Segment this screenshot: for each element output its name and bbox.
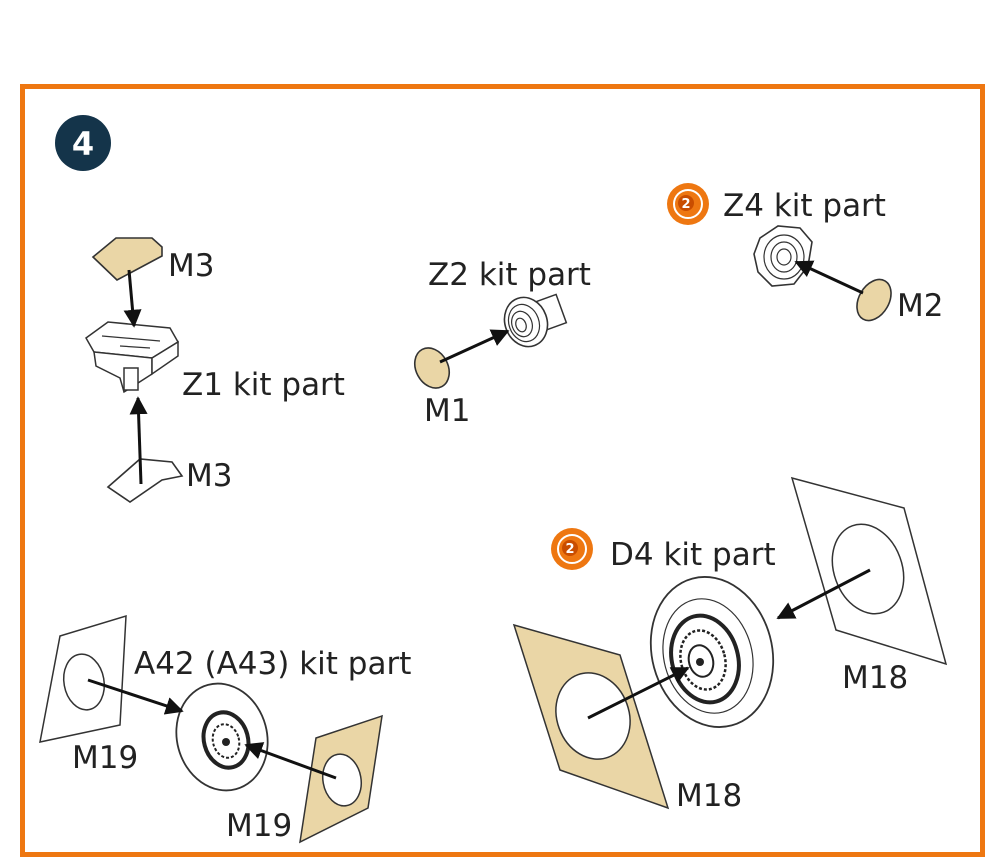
label-m19-bottom: M19: [226, 808, 292, 844]
z1-kit-part: [85, 321, 180, 394]
m19-left-arrow: [87, 678, 184, 715]
svg-text:2: 2: [565, 542, 574, 557]
label-z1-kit-part: Z1 kit part: [182, 367, 345, 403]
m19-left-mask-part: [39, 614, 127, 743]
label-z2-kit-part: Z2 kit part: [428, 257, 591, 293]
svg-text:2: 2: [681, 197, 690, 212]
d4-assembly: 2 D4 kit part M18 M18: [512, 476, 948, 814]
d4-wheel-kit-part: [649, 576, 775, 728]
label-m18-left: M18: [676, 778, 742, 814]
step-number: 4: [72, 125, 94, 163]
m1-arrow: [439, 329, 510, 364]
m18-right-arrow: [776, 568, 871, 620]
label-m3-bottom: M3: [186, 458, 232, 494]
z4-refer-icon: 2: [667, 183, 709, 225]
z1-assembly: M3 Z1 kit part M3: [85, 237, 345, 503]
m18-left-arrow: [587, 666, 690, 720]
label-d4-kit-part: D4 kit part: [610, 537, 776, 573]
m3-top-arrow: [123, 269, 142, 328]
a42-wheel-kit-part: [175, 682, 269, 792]
d4-refer-icon: 2: [551, 528, 593, 570]
m19-bottom-arrow: [244, 742, 337, 780]
label-a42-kit-part: A42 (A43) kit part: [134, 646, 411, 682]
label-m1: M1: [424, 393, 470, 429]
m2-arrow: [794, 260, 864, 295]
m3-top-etch-part: [91, 237, 163, 281]
m19-bottom-etch-part: [299, 714, 383, 844]
label-m19-left: M19: [72, 740, 138, 776]
label-m3-top: M3: [168, 248, 214, 284]
label-m18-right: M18: [842, 660, 908, 696]
m3-bottom-arrow: [129, 396, 148, 485]
z2-kit-part: [503, 293, 568, 348]
z2-assembly: Z2 kit part M1: [413, 257, 591, 429]
step-badge: 4: [55, 115, 111, 171]
z4-assembly: 2 Z4 kit part M2: [667, 183, 943, 324]
a42-assembly: A42 (A43) kit part M19 M19: [39, 614, 411, 844]
label-z4-kit-part: Z4 kit part: [723, 188, 886, 224]
label-m2: M2: [897, 288, 943, 324]
